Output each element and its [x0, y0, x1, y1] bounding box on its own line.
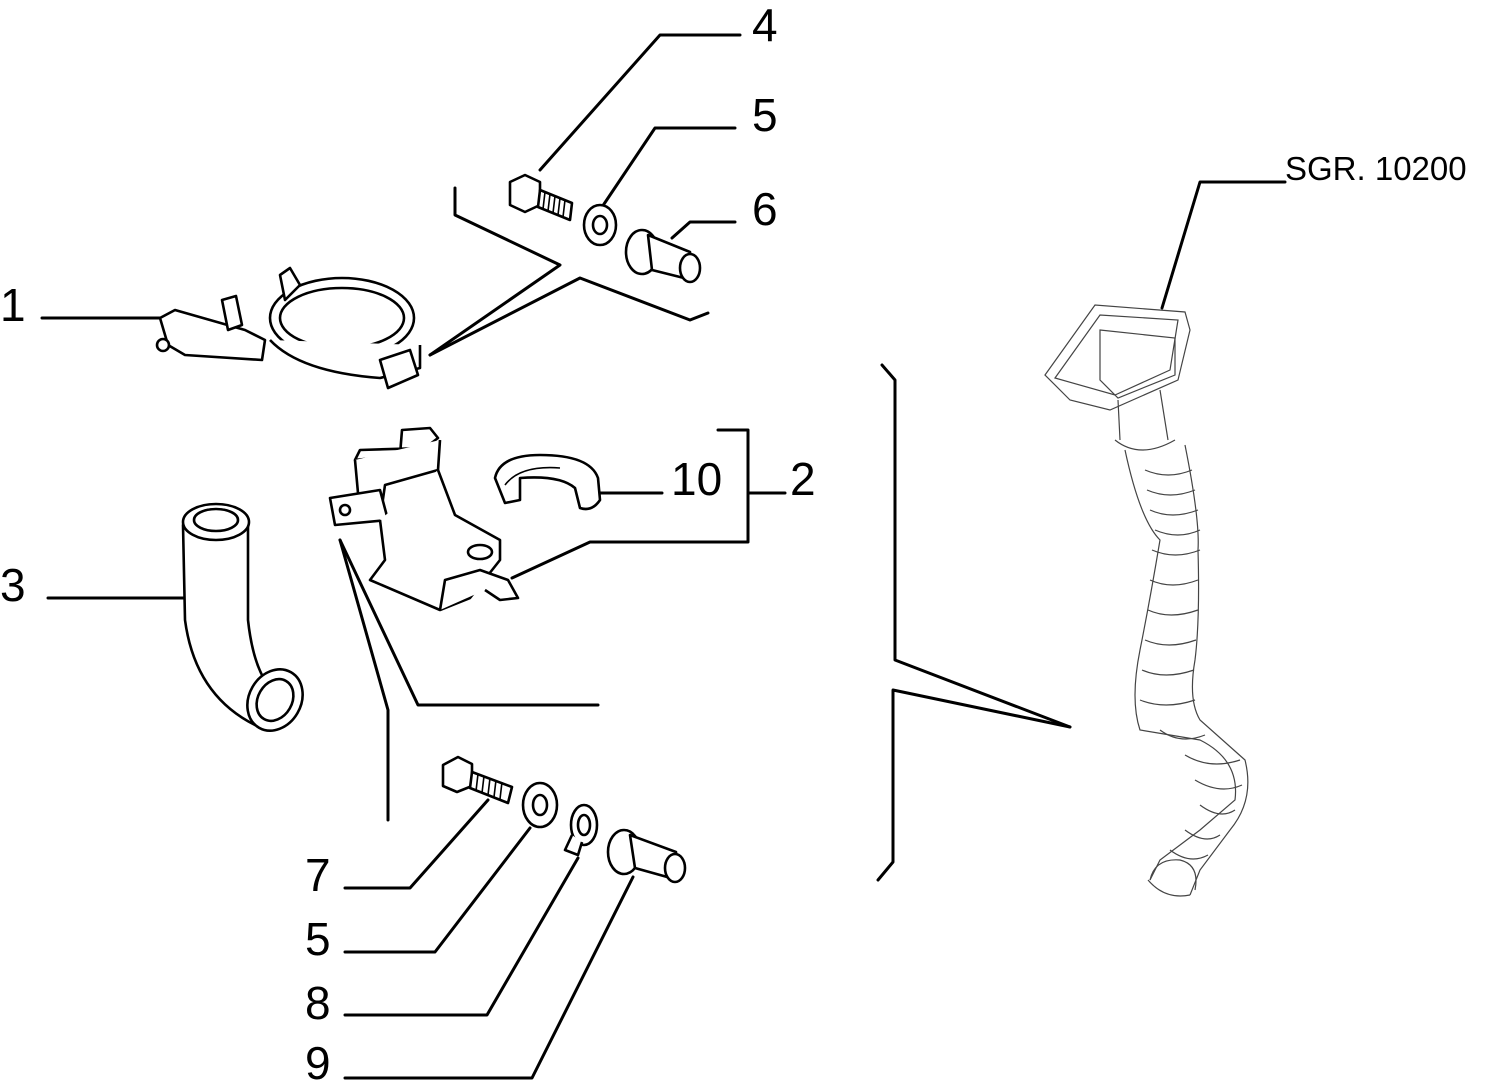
part-1-clamp: [155, 266, 422, 390]
part-8-seal: [563, 803, 599, 857]
part-5-washer-bottom: [521, 781, 559, 829]
part-10-clip: [493, 453, 602, 511]
leader-lines: [40, 33, 1287, 1080]
callout-6: 6: [752, 183, 778, 235]
part-3-hose: [181, 502, 304, 732]
callout-5-top: 5: [752, 89, 778, 141]
part-4-bolt: [508, 173, 574, 222]
part-6-spacer: [624, 228, 702, 284]
callout-3: 3: [0, 559, 26, 611]
callout-9: 9: [305, 1037, 331, 1089]
callout-8: 8: [305, 977, 331, 1029]
part-9-spacer: [606, 828, 687, 884]
callout-7: 7: [305, 849, 331, 901]
callout-2: 2: [790, 453, 816, 505]
reference-label: SGR. 10200: [1285, 150, 1467, 187]
part-2-bracket: [328, 426, 520, 612]
callout-5-bottom: 5: [305, 913, 331, 965]
callout-4: 4: [752, 0, 778, 51]
callout-1: 1: [0, 279, 26, 331]
hose-assembly: [1044, 304, 1249, 897]
callout-10: 10: [671, 453, 723, 505]
part-7-bolt: [441, 755, 514, 805]
part-5-washer-top: [582, 203, 618, 247]
